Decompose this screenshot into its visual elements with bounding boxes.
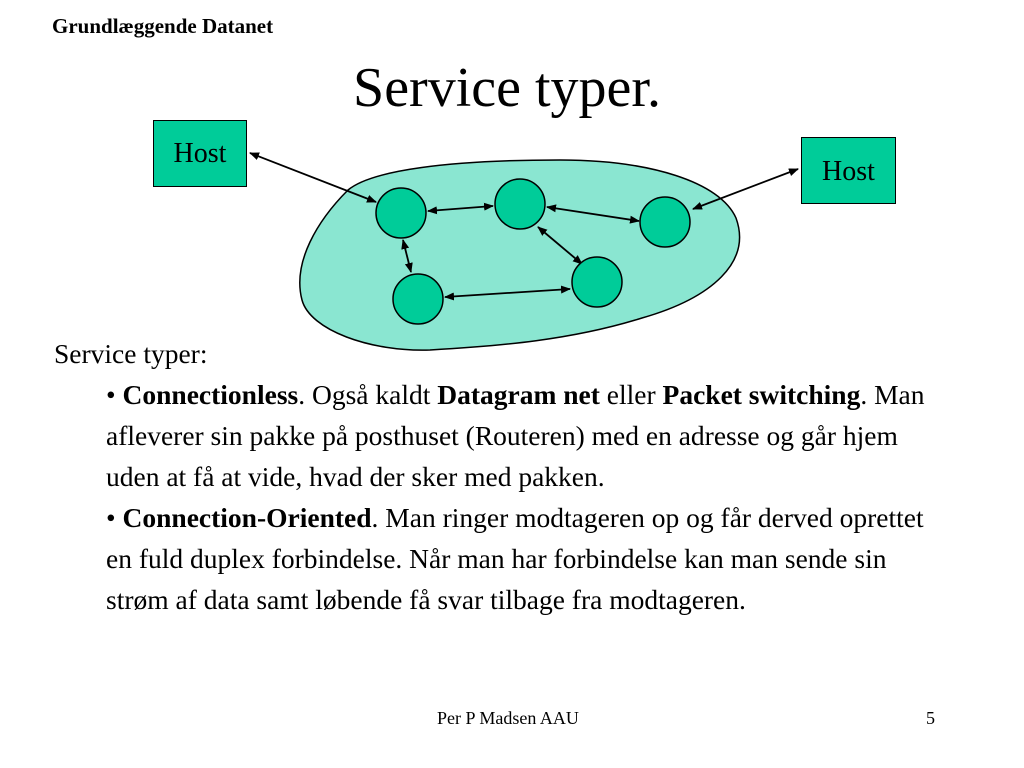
term-datagram-net: Datagram net <box>437 379 600 410</box>
bullet-text: eller <box>599 379 663 410</box>
bullet-text: . Også kaldt <box>298 379 438 410</box>
host-right-box: Host <box>801 137 896 204</box>
link-node1-node2 <box>427 202 494 215</box>
page-number: 5 <box>926 708 935 728</box>
term-packet-switching: Packet switching <box>662 379 861 410</box>
bullet-text: . Man ringer modtageren op og får derved… <box>106 502 924 615</box>
bullet-marker: • <box>106 379 116 410</box>
host-left-box: Host <box>153 120 247 187</box>
router-node <box>375 187 427 239</box>
bullet-connection-oriented: • Connection-Oriented. Man ringer modtag… <box>106 497 946 620</box>
term-connectionless: Connectionless <box>122 379 299 410</box>
service-types-heading: Service typer: <box>54 338 208 369</box>
bullet-connectionless: • Connectionless. Også kaldt Datagram ne… <box>106 374 946 497</box>
link-host-left-node1 <box>249 152 377 203</box>
link-node2-node3 <box>546 204 640 224</box>
footer-author: Per P Madsen AAU <box>437 708 579 728</box>
link-node4-node5 <box>444 285 571 301</box>
router-node <box>571 256 623 308</box>
slide-title: Service typer. <box>353 57 661 119</box>
course-header: Grundlæggende Datanet <box>52 14 274 38</box>
bullet-marker: • <box>106 502 116 533</box>
link-node3-host-right <box>692 168 799 210</box>
bullet-text: . Man afleverer sin pakke på posthuset (… <box>106 379 925 492</box>
link-node1-node4 <box>401 239 413 273</box>
term-connection-oriented: Connection-Oriented <box>122 502 372 533</box>
router-node <box>639 196 691 248</box>
router-node <box>392 273 444 325</box>
slide-body: Service typer: • Connectionless. Også ka… <box>54 333 954 620</box>
router-node <box>494 178 546 230</box>
link-node2-node5 <box>537 226 583 265</box>
